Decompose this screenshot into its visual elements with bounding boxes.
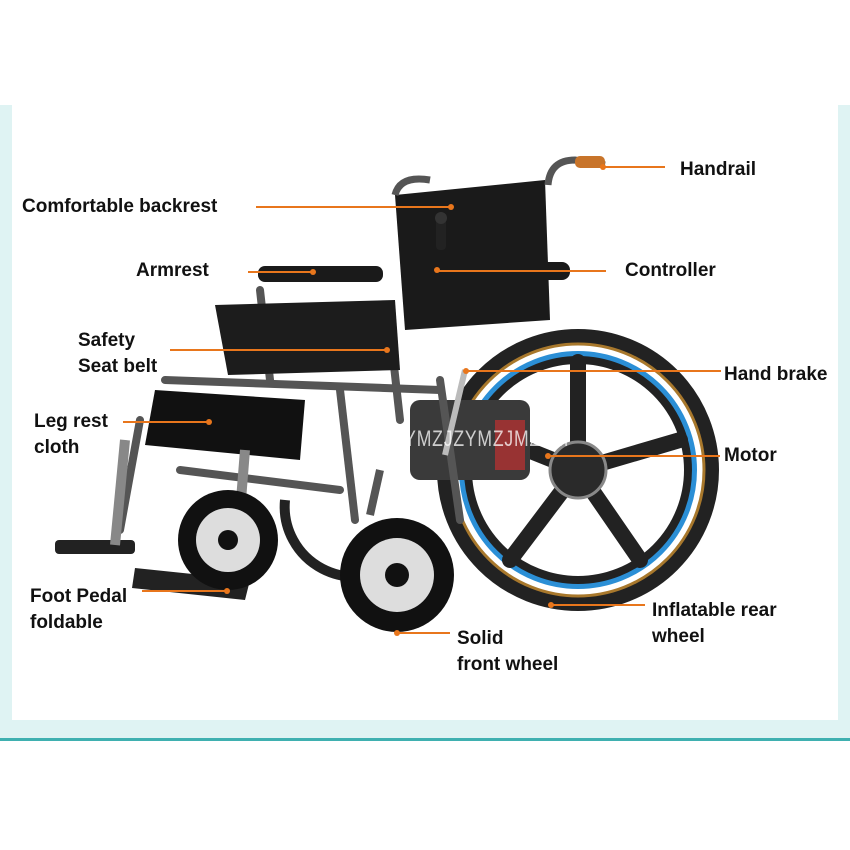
dot-backrest xyxy=(448,204,454,210)
label-front-wheel: front wheel xyxy=(457,654,559,675)
label-motor: Motor xyxy=(724,445,777,466)
label-seat-belt: Seat belt xyxy=(78,356,158,377)
dot-hand-brake xyxy=(463,368,469,374)
label-backrest: Comfortable backrest xyxy=(22,196,218,217)
leader-backrest xyxy=(256,206,451,208)
frame-bottom-line xyxy=(0,738,850,741)
leader-controller xyxy=(438,270,606,272)
label-controller: Controller xyxy=(625,260,716,281)
label-foldable: foldable xyxy=(30,612,103,633)
controller-box xyxy=(410,248,472,286)
frame-right-border xyxy=(838,105,850,720)
leader-motor xyxy=(548,455,720,457)
label-hand-brake: Hand brake xyxy=(724,364,828,385)
leader-foot-pedal xyxy=(142,590,228,592)
leader-hand-brake xyxy=(466,370,721,372)
leader-rear-wheel xyxy=(552,604,645,606)
watermark: ZJMZYMZJZYMZJMZYM xyxy=(356,426,570,451)
leader-safety-belt xyxy=(170,349,386,351)
dot-rear-wheel xyxy=(548,602,554,608)
dot-foot-pedal xyxy=(224,588,230,594)
leader-armrest xyxy=(248,271,313,273)
front-wheel-right xyxy=(340,469,454,632)
armrest-left xyxy=(258,266,383,282)
seat xyxy=(215,300,400,375)
backrest xyxy=(395,180,550,330)
label-safety: Safety xyxy=(78,330,136,351)
dot-armrest xyxy=(310,269,316,275)
leg-rest-cloth xyxy=(145,390,305,460)
dot-handrail xyxy=(600,164,606,170)
front-wheel-left xyxy=(178,490,278,590)
leader-leg-rest xyxy=(123,421,210,423)
label-handrail: Handrail xyxy=(680,159,757,180)
handrail-grip xyxy=(575,156,605,168)
leader-front-wheel xyxy=(398,632,450,634)
label-cloth: cloth xyxy=(34,437,80,458)
dot-leg-rest xyxy=(206,419,212,425)
frame-bottom-border xyxy=(0,720,850,738)
dot-controller xyxy=(434,267,440,273)
label-rear-wheel-2: wheel xyxy=(652,626,705,647)
label-foot-pedal: Foot Pedal xyxy=(30,586,128,607)
label-solid: Solid xyxy=(457,628,504,649)
dot-motor xyxy=(545,453,551,459)
dot-safety-belt xyxy=(384,347,390,353)
label-rear-wheel: Inflatable rear xyxy=(652,600,777,621)
hand-brake-lever xyxy=(442,369,468,456)
dot-front-wheel xyxy=(394,630,400,636)
label-armrest: Armrest xyxy=(136,260,209,281)
leader-handrail xyxy=(605,166,665,168)
frame-left-border xyxy=(0,105,12,720)
label-leg-rest: Leg rest xyxy=(34,411,108,432)
